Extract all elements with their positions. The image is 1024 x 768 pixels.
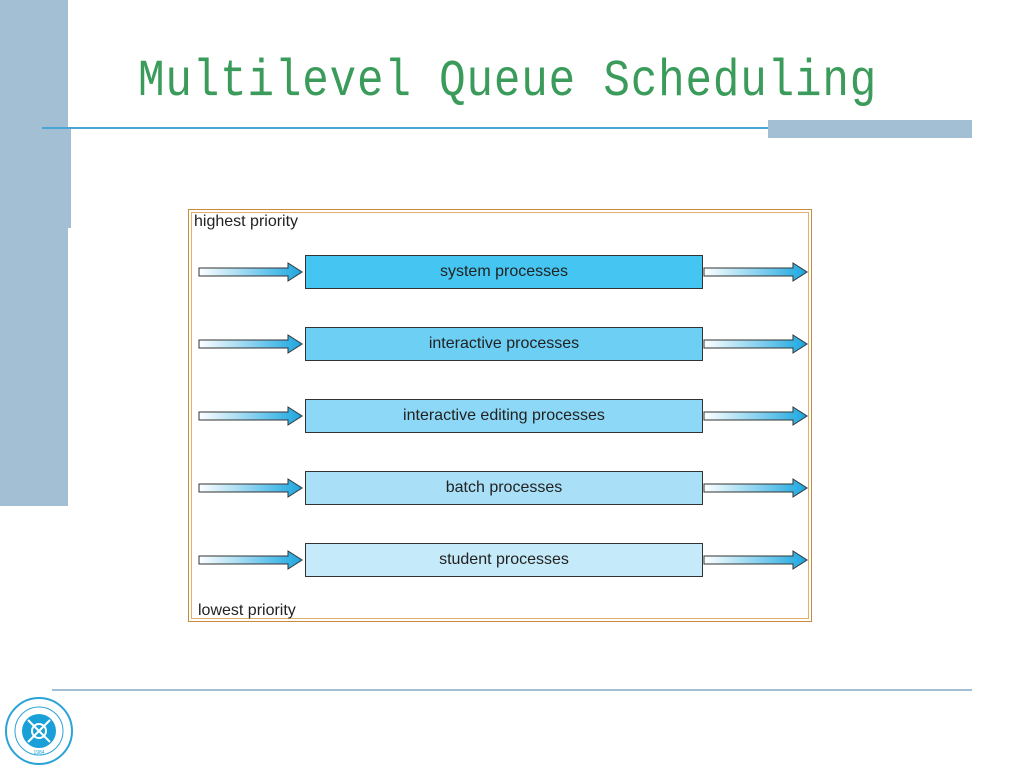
queue-label: interactive processes	[428, 335, 580, 352]
left-decorative-line	[68, 128, 71, 228]
outgoing-arrow-3	[703, 478, 808, 498]
queue-box: interactive processes	[305, 327, 703, 361]
svg-text:1984: 1984	[33, 750, 44, 756]
outgoing-arrow-4	[703, 550, 808, 570]
queue-label: batch processes	[445, 479, 563, 496]
outgoing-arrow-1	[703, 334, 808, 354]
left-decorative-bar	[0, 0, 68, 506]
queue-label: student processes	[439, 551, 569, 568]
queue-diagram: highest priority system processes interac…	[188, 209, 812, 622]
outgoing-arrow-2	[703, 406, 808, 426]
queue-box: student processes	[305, 543, 703, 577]
queue-label: interactive editing processes	[403, 407, 605, 424]
footer-divider	[52, 689, 972, 691]
incoming-arrow-4	[198, 550, 303, 570]
incoming-arrow-3	[198, 478, 303, 498]
queue-box: batch processes	[305, 471, 703, 505]
incoming-arrow-0	[198, 262, 303, 282]
university-logo: 1984	[5, 697, 73, 765]
highest-priority-label: highest priority	[194, 213, 299, 230]
queue-label: system processes	[439, 263, 569, 280]
lowest-priority-label: lowest priority	[198, 602, 296, 619]
outgoing-arrow-0	[703, 262, 808, 282]
title-divider	[42, 127, 972, 129]
queue-box: system processes	[305, 255, 703, 289]
diagram-inner-border	[191, 212, 809, 619]
incoming-arrow-2	[198, 406, 303, 426]
slide-title: Multilevel Queue Scheduling	[138, 52, 878, 111]
incoming-arrow-1	[198, 334, 303, 354]
title-accent-bar	[768, 120, 972, 138]
queue-box: interactive editing processes	[305, 399, 703, 433]
